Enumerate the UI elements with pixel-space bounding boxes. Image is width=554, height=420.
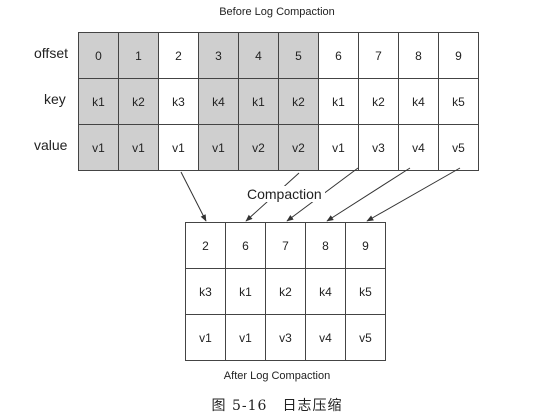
- after-log-value-cell: v3: [265, 314, 306, 361]
- row-label-key: key: [44, 91, 66, 107]
- before-log-value-cell: v1: [78, 124, 119, 171]
- after-log-value-cell: v5: [345, 314, 386, 361]
- before-log-offset-cell: 2: [158, 32, 199, 79]
- before-log-value-cell: v4: [398, 124, 439, 171]
- before-log-key-cell: k4: [198, 78, 239, 125]
- before-log-key-cell: k2: [278, 78, 319, 125]
- before-log-offset-cell: 0: [78, 32, 119, 79]
- after-log-key-cell: k3: [185, 268, 226, 315]
- before-log-offset-cell: 5: [278, 32, 319, 79]
- after-log-offset-cell: 6: [225, 222, 266, 269]
- arrow-offset-9: [366, 167, 461, 222]
- after-log-value-cell: v4: [305, 314, 346, 361]
- arrow-offset-2: [180, 171, 207, 222]
- before-log-value-cell: v1: [318, 124, 359, 171]
- before-log-value-cell: v1: [198, 124, 239, 171]
- figure-caption: 图 5-16 日志压缩: [211, 398, 343, 414]
- after-log-key-cell: k5: [345, 268, 386, 315]
- before-log-key-cell: k2: [118, 78, 159, 125]
- arrow-offset-8: [326, 167, 411, 222]
- after-log-value-cell: v1: [185, 314, 226, 361]
- before-log-value-cell: v2: [278, 124, 319, 171]
- before-log-offset-cell: 6: [318, 32, 359, 79]
- before-log-key-cell: k3: [158, 78, 199, 125]
- after-log-key-cell: k2: [265, 268, 306, 315]
- before-log-key-cell: k1: [78, 78, 119, 125]
- after-log-key-cell: k1: [225, 268, 266, 315]
- after-log-value-cell: v1: [225, 314, 266, 361]
- after-log-offset-cell: 8: [305, 222, 346, 269]
- before-log-offset-cell: 1: [118, 32, 159, 79]
- before-log-offset-cell: 8: [398, 32, 439, 79]
- before-log-value-cell: v2: [238, 124, 279, 171]
- after-log-key-cell: k4: [305, 268, 346, 315]
- before-log-value-cell: v5: [438, 124, 479, 171]
- before-log-value-cell: v1: [158, 124, 199, 171]
- row-label-offset: offset: [34, 45, 68, 61]
- after-log-offset-cell: 9: [345, 222, 386, 269]
- compaction-label: Compaction: [244, 186, 325, 202]
- before-log-value-cell: v3: [358, 124, 399, 171]
- before-log-key-cell: k4: [398, 78, 439, 125]
- before-log-offset-cell: 9: [438, 32, 479, 79]
- before-log-key-cell: k1: [318, 78, 359, 125]
- before-log-key-cell: k1: [238, 78, 279, 125]
- before-log-offset-cell: 7: [358, 32, 399, 79]
- after-log-offset-cell: 7: [265, 222, 306, 269]
- before-log-offset-cell: 4: [238, 32, 279, 79]
- after-log-offset-cell: 2: [185, 222, 226, 269]
- before-log-key-cell: k5: [438, 78, 479, 125]
- before-log-key-cell: k2: [358, 78, 399, 125]
- before-log-value-cell: v1: [118, 124, 159, 171]
- after-log-title: After Log Compaction: [223, 370, 331, 382]
- before-log-offset-cell: 3: [198, 32, 239, 79]
- before-log-title: Before Log Compaction: [219, 6, 335, 18]
- row-label-value: value: [34, 137, 68, 153]
